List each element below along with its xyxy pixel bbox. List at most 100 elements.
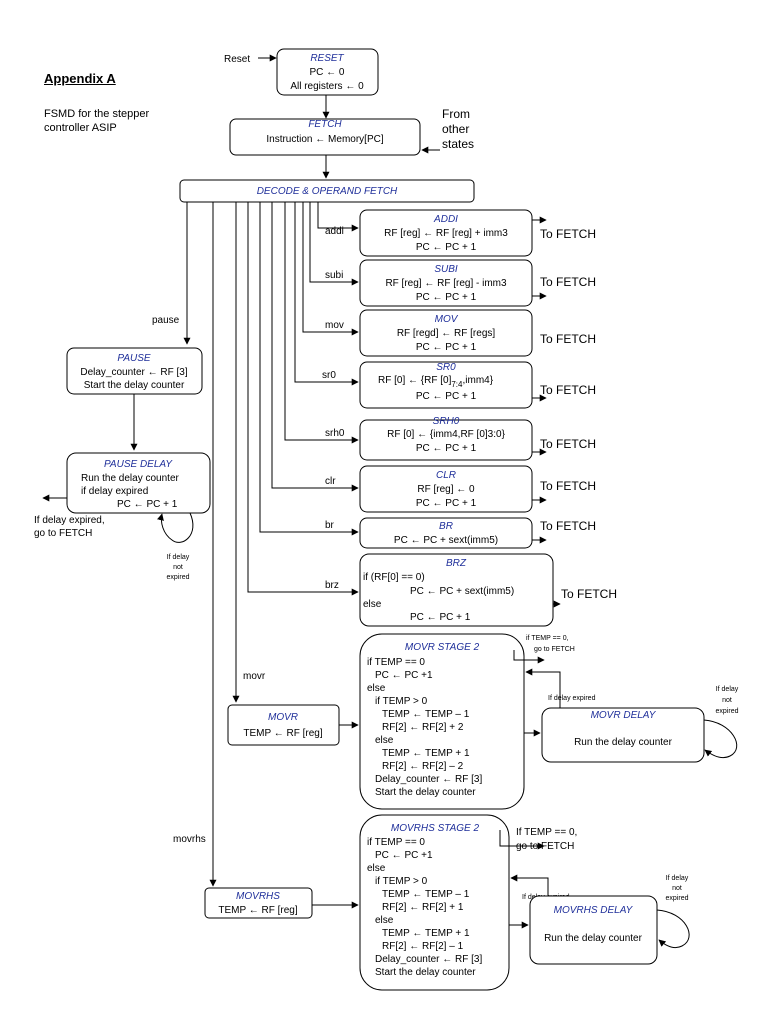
fetch-state bbox=[229, 118, 421, 156]
br-to-fetch: To FETCH bbox=[540, 519, 596, 533]
movrhs-s2-line-1: if TEMP == 0 bbox=[367, 837, 425, 848]
movr-s2-line-2: PC ← PC +1 bbox=[375, 670, 433, 681]
movrhs-delay-title: MOVRHS DELAY bbox=[554, 905, 634, 916]
decode-state bbox=[179, 179, 475, 203]
addi-exit-arrow bbox=[531, 216, 547, 230]
appendix-title: Appendix A bbox=[44, 71, 116, 86]
pause-delay-loop-3: expired bbox=[167, 574, 190, 581]
reset-state bbox=[276, 48, 379, 96]
clr-to-fetch: To FETCH bbox=[540, 479, 596, 493]
subi-title: SUBI bbox=[434, 264, 458, 275]
addi-state bbox=[359, 209, 533, 257]
movr-title: MOVR bbox=[268, 712, 298, 723]
movr-line: TEMP ← RF [reg] bbox=[243, 728, 322, 739]
movr-s2-line-5: TEMP ← TEMP – 1 bbox=[382, 709, 470, 720]
pause-delay-exit-2: go to FETCH bbox=[34, 528, 92, 539]
movr-delay-loop-2: not bbox=[722, 697, 732, 704]
movr-stage2-title: MOVR STAGE 2 bbox=[405, 642, 480, 653]
brz-exit-arrow bbox=[552, 590, 561, 608]
movr-s2-line-3: else bbox=[367, 683, 386, 694]
sr0-line-1-sub: 7:4 bbox=[451, 380, 463, 389]
edge-movr-label: movr bbox=[243, 671, 266, 682]
subi-exit-arrow bbox=[531, 284, 547, 300]
br-title: BR bbox=[439, 521, 453, 532]
subi-to-fetch: To FETCH bbox=[540, 275, 596, 289]
sr0-line-1-pre: RF [0] ← {RF [0] bbox=[378, 375, 452, 386]
clr-line-2: PC ← PC + 1 bbox=[416, 498, 477, 509]
movr-s2-exit-arrow bbox=[513, 650, 545, 664]
sr0-line-1: RF [0] ← {RF [0]7:4,imm4} bbox=[378, 375, 494, 389]
br-line-1: PC ← PC + sext(imm5) bbox=[394, 535, 498, 546]
pause-line-1: Delay_counter ← RF [3] bbox=[80, 367, 187, 378]
pause-delay-line-3: PC ← PC + 1 bbox=[117, 499, 178, 510]
srh0-line-1: RF [0] ← {imm4,RF [0]3:0} bbox=[387, 429, 505, 440]
movr-s2-line-1: if TEMP == 0 bbox=[367, 657, 425, 668]
edge-subi bbox=[309, 202, 359, 286]
movr-delay-title: MOVR DELAY bbox=[591, 710, 657, 721]
movrhs-s2-line-10: Delay_counter ← RF [3] bbox=[375, 954, 482, 965]
from-other-1: From bbox=[442, 107, 470, 121]
brz-line-3: else bbox=[363, 599, 382, 610]
br-exit-arrow bbox=[531, 532, 547, 544]
movr-state bbox=[227, 704, 340, 746]
addi-title: ADDI bbox=[433, 214, 458, 225]
reset-input-label: Reset bbox=[224, 54, 250, 65]
movr-s2-line-8: TEMP ← TEMP + 1 bbox=[382, 748, 470, 759]
movrhs-s2-exit-arrow bbox=[499, 830, 545, 850]
edge-br bbox=[259, 202, 359, 536]
movrhs-s2-line-4: if TEMP > 0 bbox=[375, 876, 428, 887]
edge-pause-label: pause bbox=[152, 315, 180, 326]
movr-delay-line: Run the delay counter bbox=[574, 737, 673, 748]
edge-mov-label: mov bbox=[325, 320, 344, 331]
mov-line-1: RF [regd] ← RF [regs] bbox=[397, 328, 496, 339]
movr-delay-back-arrow bbox=[525, 668, 561, 708]
movrhs-stage2-title: MOVRHS STAGE 2 bbox=[391, 823, 480, 834]
pause-delay-title: PAUSE DELAY bbox=[104, 459, 173, 470]
pause-delay-line-1: Run the delay counter bbox=[81, 473, 180, 484]
movr-stage2-state bbox=[359, 633, 525, 810]
pause-delay-loop bbox=[157, 512, 194, 543]
movrhs-s2-line-7: else bbox=[375, 915, 394, 926]
sr0-state bbox=[359, 361, 533, 409]
fetch-title: FETCH bbox=[308, 119, 342, 130]
movr-s2-line-9: RF[2] ← RF[2] – 2 bbox=[382, 761, 464, 772]
sr0-line-2: PC ← PC + 1 bbox=[416, 391, 477, 402]
srh0-to-fetch: To FETCH bbox=[540, 437, 596, 451]
movrhs-delay-loop-2: not bbox=[672, 885, 682, 892]
movrhs-delay-loop-1: If delay bbox=[666, 875, 689, 882]
srh0-title: SRH0 bbox=[433, 416, 460, 427]
brz-title: BRZ bbox=[446, 558, 467, 569]
movr-s2-line-11: Start the delay counter bbox=[375, 787, 476, 798]
clr-line-1: RF [reg] ← 0 bbox=[417, 484, 475, 495]
movrhs-s2-line-2: PC ← PC +1 bbox=[375, 850, 433, 861]
movrhs-delay-loop-3: expired bbox=[666, 895, 689, 902]
movr-s2-expired-label: If delay expired bbox=[548, 695, 596, 702]
sr0-title: SR0 bbox=[436, 362, 456, 373]
pause-title: PAUSE bbox=[117, 353, 150, 364]
edge-clr-label: clr bbox=[325, 476, 336, 487]
edge-brz-label: brz bbox=[325, 580, 339, 591]
edge-srh0 bbox=[284, 202, 359, 444]
movrhs-s2-line-6: RF[2] ← RF[2] + 1 bbox=[382, 902, 464, 913]
clr-title: CLR bbox=[436, 470, 456, 481]
movr-s2-line-10: Delay_counter ← RF [3] bbox=[375, 774, 482, 785]
srh0-exit-arrow bbox=[531, 440, 547, 456]
movrhs-line: TEMP ← RF [reg] bbox=[218, 905, 297, 916]
brz-to-fetch: To FETCH bbox=[561, 587, 617, 601]
from-other-2: other bbox=[442, 122, 469, 136]
subi-state bbox=[359, 259, 533, 307]
srh0-line-2: PC ← PC + 1 bbox=[416, 443, 477, 454]
movrhs-state bbox=[204, 887, 313, 919]
sr0-to-fetch: To FETCH bbox=[540, 383, 596, 397]
movr-delay-loop bbox=[703, 719, 738, 759]
pause-delay-exit-1: If delay expired, bbox=[34, 515, 105, 526]
edge-subi-label: subi bbox=[325, 270, 343, 281]
movrhs-stage2-state bbox=[359, 814, 510, 991]
movr-delay-state bbox=[541, 707, 705, 763]
mov-title: MOV bbox=[435, 314, 459, 325]
addi-line-2: PC ← PC + 1 bbox=[416, 242, 477, 253]
edge-clr bbox=[271, 202, 359, 492]
movrhs-s2-line-8: TEMP ← TEMP + 1 bbox=[382, 928, 470, 939]
pause-delay-line-2: if delay expired bbox=[81, 486, 148, 497]
